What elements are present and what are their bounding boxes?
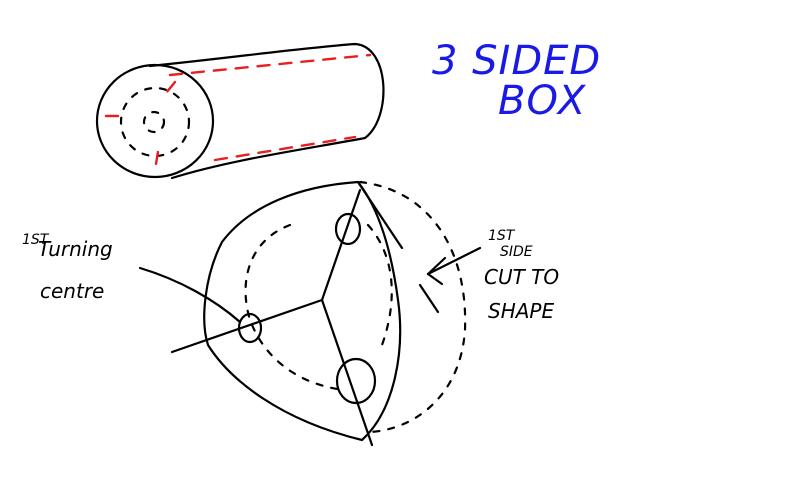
cylinder-inner-circle — [119, 86, 191, 158]
inner-dashed-arc-right — [366, 223, 393, 347]
cylinder-bottom-red-line — [213, 135, 357, 162]
cylinder-outline — [148, 42, 385, 180]
shape-outline — [203, 180, 402, 442]
cylinder-end-red-bottom — [153, 150, 160, 172]
stock-circle-dashed — [358, 180, 467, 434]
side-line2: CUT TO — [484, 265, 559, 289]
construction-line-down — [320, 298, 374, 447]
construction-line-right — [356, 180, 404, 250]
cylinder-end-red-top — [160, 80, 177, 100]
side-line3: SHAPE — [488, 299, 554, 323]
cylinder-top-red-line — [168, 53, 372, 77]
cylinder-blank — [95, 42, 385, 180]
construction-line-up — [320, 188, 362, 302]
turning-centre-left — [237, 312, 263, 344]
cylinder-end-face — [95, 63, 215, 179]
side-arrow — [418, 246, 482, 314]
turning-centre-pointer — [138, 266, 242, 324]
construction-line-left — [170, 298, 324, 354]
turning-centre-top — [334, 212, 362, 246]
title-line2: BOX — [498, 78, 587, 124]
side-ordinal: 1ST — [488, 228, 516, 244]
side-line1: SIDE — [500, 244, 533, 260]
turning-centre-label: 1ST Turning centre — [22, 232, 113, 303]
title: 3 SIDED BOX — [432, 38, 601, 124]
turning-centre-line2: centre — [40, 279, 104, 303]
turning-centre-bottom — [335, 357, 377, 405]
three-sided-shape — [138, 180, 482, 447]
title-line1: 3 SIDED — [432, 38, 601, 84]
cylinder-centre-circle — [142, 110, 166, 134]
side-label: 1ST SIDE CUT TO SHAPE — [484, 228, 559, 323]
turning-centre-ordinal: 1ST — [22, 232, 50, 248]
turning-centre-line1: Turning — [38, 237, 113, 261]
inner-dashed-arc — [244, 223, 347, 392]
